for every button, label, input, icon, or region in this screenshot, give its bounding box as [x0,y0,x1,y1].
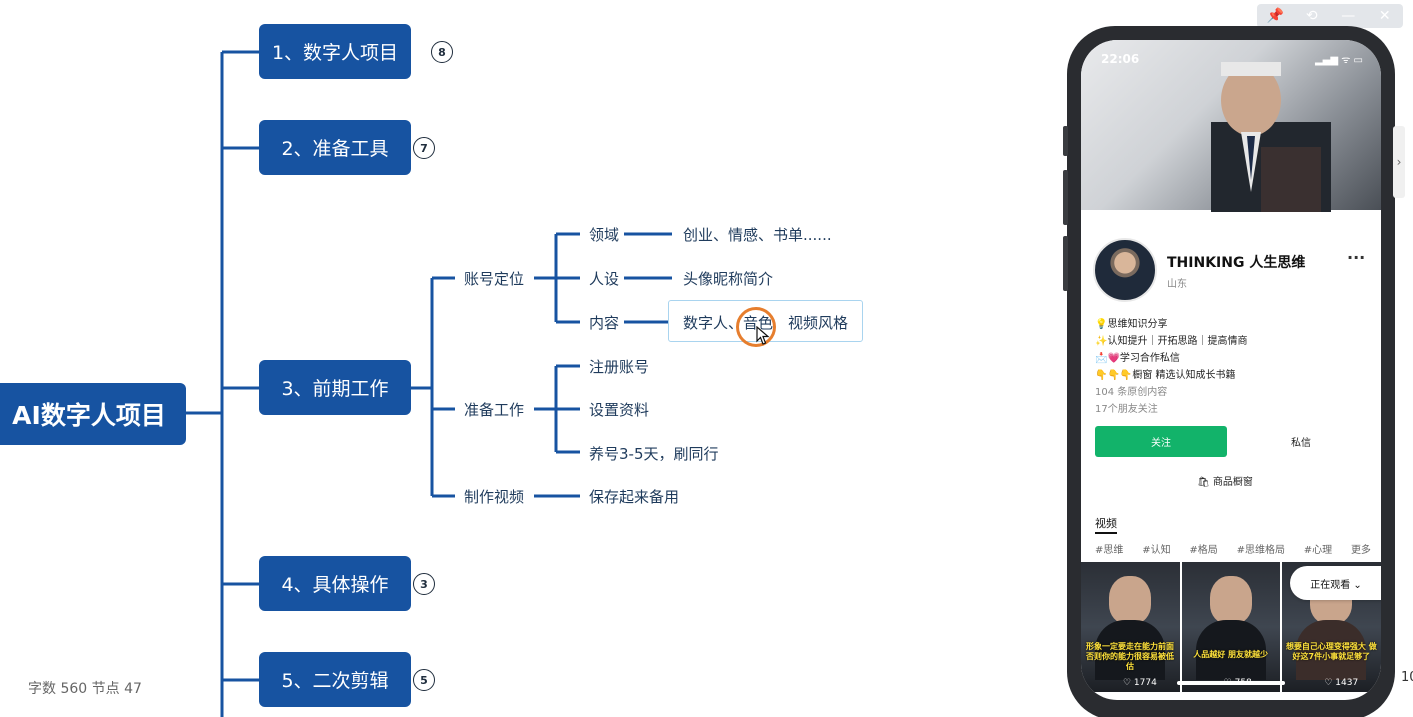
node-persona-detail[interactable]: 头像昵称简介 [683,270,774,288]
more-options-icon[interactable]: ··· [1347,248,1366,267]
tab-active-indicator [1095,532,1117,534]
profile-cover-image [1081,40,1381,212]
node-persona[interactable]: 人设 [589,270,620,288]
node-save-for-later[interactable]: 保存起来备用 [589,488,680,506]
tab-videos[interactable]: 视频 [1095,517,1117,530]
profile-location: 山东 [1167,279,1187,290]
node-count-badge[interactable]: 8 [431,41,453,63]
profile-name: THINKING 人生思维 [1167,255,1306,271]
profile-avatar[interactable] [1093,238,1157,302]
cursor-highlight-ring [736,307,776,347]
video-likes: ♡ 1437 [1324,678,1359,688]
node-count-badge[interactable]: 3 [413,573,435,595]
phone-side-button [1063,236,1068,291]
mindmap-connectors [186,50,672,717]
shop-label: 商品橱窗 [1212,477,1253,488]
mindmap-canvas[interactable]: AI数字人项目 1、数字人项目 8 2、准备工具 7 3、前期工作 4、具体操作… [0,0,1060,717]
node-count-badge[interactable]: 7 [413,137,435,159]
bio-line: 💡思维知识分享 [1095,319,1168,330]
window-controls: 📌 ⟲ — ✕ [1257,4,1403,28]
friends-following-count[interactable]: 17个朋友关注 [1095,404,1158,415]
bio-line: 📩💗学习合作私信 [1095,353,1180,364]
chevron-right-icon[interactable]: › [1393,126,1405,198]
video-caption: 人品越好 朋友就越少 [1193,650,1269,659]
thumbnail-face [1109,576,1151,624]
node-digital-human-project[interactable]: 1、数字人项目 [259,24,411,79]
thumbnail-suit [1195,620,1266,680]
hashtag-item[interactable]: #心理 [1303,545,1333,556]
bio-line: 👇👇👇橱窗 精选认知成长书籍 [1095,370,1236,381]
mouse-cursor-icon [756,326,770,345]
hashtag-item[interactable]: #认知 [1142,545,1171,556]
node-specific-operation[interactable]: 4、具体操作 [259,556,411,611]
minimize-icon[interactable]: — [1341,8,1356,24]
phone-side-button [1063,126,1068,156]
status-word-node-count: 字数 560 节点 47 [28,681,142,697]
node-count-badge[interactable]: 5 [413,669,435,691]
video-caption: 形象一定要走在能力前面 否则你的能力很容易被低估 [1086,642,1174,671]
node-secondary-editing[interactable]: 5、二次剪辑 [259,652,411,707]
node-preliminary-work[interactable]: 3、前期工作 [259,360,411,415]
thumbnail-suit [1095,620,1165,680]
hashtag-list: #思维 #认知 #格局 #思维格局 #心理 更多 [1095,541,1371,556]
thumbnail-face [1209,576,1252,624]
shop-window-link[interactable]: 🛍 商品橱窗 [1197,473,1253,488]
pin-icon[interactable]: 📌 [1266,8,1284,24]
node-nurture-account[interactable]: 养号3-5天，刷同行 [589,445,719,463]
hashtag-item[interactable]: #思维 [1095,545,1124,556]
node-account-positioning[interactable]: 账号定位 [464,270,525,288]
follow-button[interactable]: 关注 [1095,426,1227,457]
home-indicator[interactable] [1177,681,1285,685]
node-content[interactable]: 内容 [589,314,620,332]
node-domain[interactable]: 领域 [589,226,620,244]
bio-line: ✨认知提升｜开拓思路｜提高情商 [1095,336,1248,347]
thumbnail-suit [1296,620,1367,680]
phone-screen: 22:06 ▂▄▆ ᯤ ▭ THINKING 人生思维 山东 ··· 💡思维知识… [1081,40,1381,700]
hashtag-more[interactable]: 更多 [1350,545,1371,556]
edge-partial-text: 10 [1401,670,1413,685]
video-likes: ♡ 1774 [1123,678,1157,688]
shop-icon: 🛍 [1197,477,1210,488]
status-bar-icons: ▂▄▆ ᯤ ▭ [1314,55,1363,66]
video-thumbnail[interactable]: 人品越好 朋友就越少 ♡ 758 [1181,562,1281,692]
node-prepare-tools[interactable]: 2、准备工具 [259,120,411,175]
video-thumbnail[interactable]: 形象一定要走在能力前面 否则你的能力很容易被低估 ♡ 1774 [1081,562,1180,692]
phone-side-button [1063,170,1068,225]
video-caption: 想要自己心理变得强大 做好这7件小事就足够了 [1285,642,1377,661]
hashtag-item[interactable]: #思维格局 [1236,545,1285,556]
message-button[interactable]: 私信 [1235,426,1367,457]
hashtag-item[interactable]: #格局 [1189,545,1218,556]
node-preparation[interactable]: 准备工作 [464,401,525,419]
node-content-detail-part1[interactable]: 数字人、 [683,314,744,332]
root-node[interactable]: AI数字人项目 [0,383,186,445]
close-icon[interactable]: ✕ [1378,8,1391,24]
node-setup-profile[interactable]: 设置资料 [589,401,650,419]
node-domain-detail[interactable]: 创业、情感、书单...... [683,226,832,244]
original-content-count: 104 条原创内容 [1095,387,1168,398]
history-icon[interactable]: ⟲ [1305,8,1318,24]
cover-person-image [1211,62,1331,212]
now-watching-button[interactable]: 正在观看 ⌄ [1290,566,1381,600]
node-register-account[interactable]: 注册账号 [589,358,650,376]
node-content-detail-part3[interactable]: 视频风格 [788,314,849,332]
status-bar-time: 22:06 [1101,52,1140,66]
node-make-video[interactable]: 制作视频 [464,488,525,506]
